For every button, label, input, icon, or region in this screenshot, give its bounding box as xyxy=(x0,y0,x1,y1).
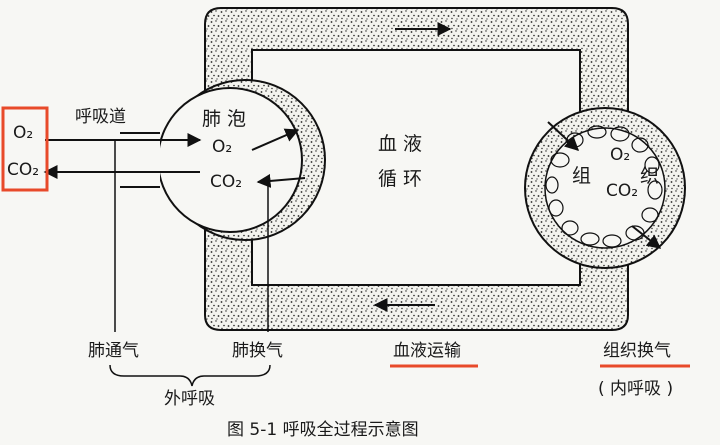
tissue-o2-label: O₂ xyxy=(610,145,630,165)
tissue-co2-label: CO₂ xyxy=(606,181,638,201)
gas-box-o2: O₂ xyxy=(13,123,33,143)
co2-into-alveolus-arrow xyxy=(256,173,306,188)
label-pulmonary-exchange: 肺换气 xyxy=(232,341,283,361)
tissue-label-left: 组 xyxy=(572,165,591,187)
label-internal-respiration: ( 内呼吸 ) xyxy=(598,379,673,399)
blood-circulation-line1: 血 液 xyxy=(378,133,422,155)
tissue-label-right: 织 xyxy=(640,165,659,187)
label-tissue-exchange: 组织换气 xyxy=(603,341,671,361)
tissue-co2-arrow xyxy=(631,225,662,249)
alveolus-co2-label: CO₂ xyxy=(210,172,242,192)
gas-box-co2: CO₂ xyxy=(7,160,39,180)
alveolus xyxy=(120,79,326,241)
external-respiration-brace xyxy=(109,364,271,387)
o2-into-blood-arrow xyxy=(251,128,300,151)
blood-circulation-line2: 循 环 xyxy=(378,168,422,190)
label-pulmonary-ventilation: 肺通气 xyxy=(88,341,139,361)
alveolus-title: 肺 泡 xyxy=(202,108,246,130)
alveolus-o2-label: O₂ xyxy=(212,137,232,157)
airway-label: 呼吸道 xyxy=(75,107,126,127)
tissue-o2-arrow xyxy=(547,121,580,151)
gas-box xyxy=(1,106,49,192)
figure-caption: 图 5-1 呼吸全过程示意图 xyxy=(227,420,419,440)
label-blood-transport: 血液运输 xyxy=(393,341,461,361)
label-external-respiration: 外呼吸 xyxy=(164,389,215,409)
